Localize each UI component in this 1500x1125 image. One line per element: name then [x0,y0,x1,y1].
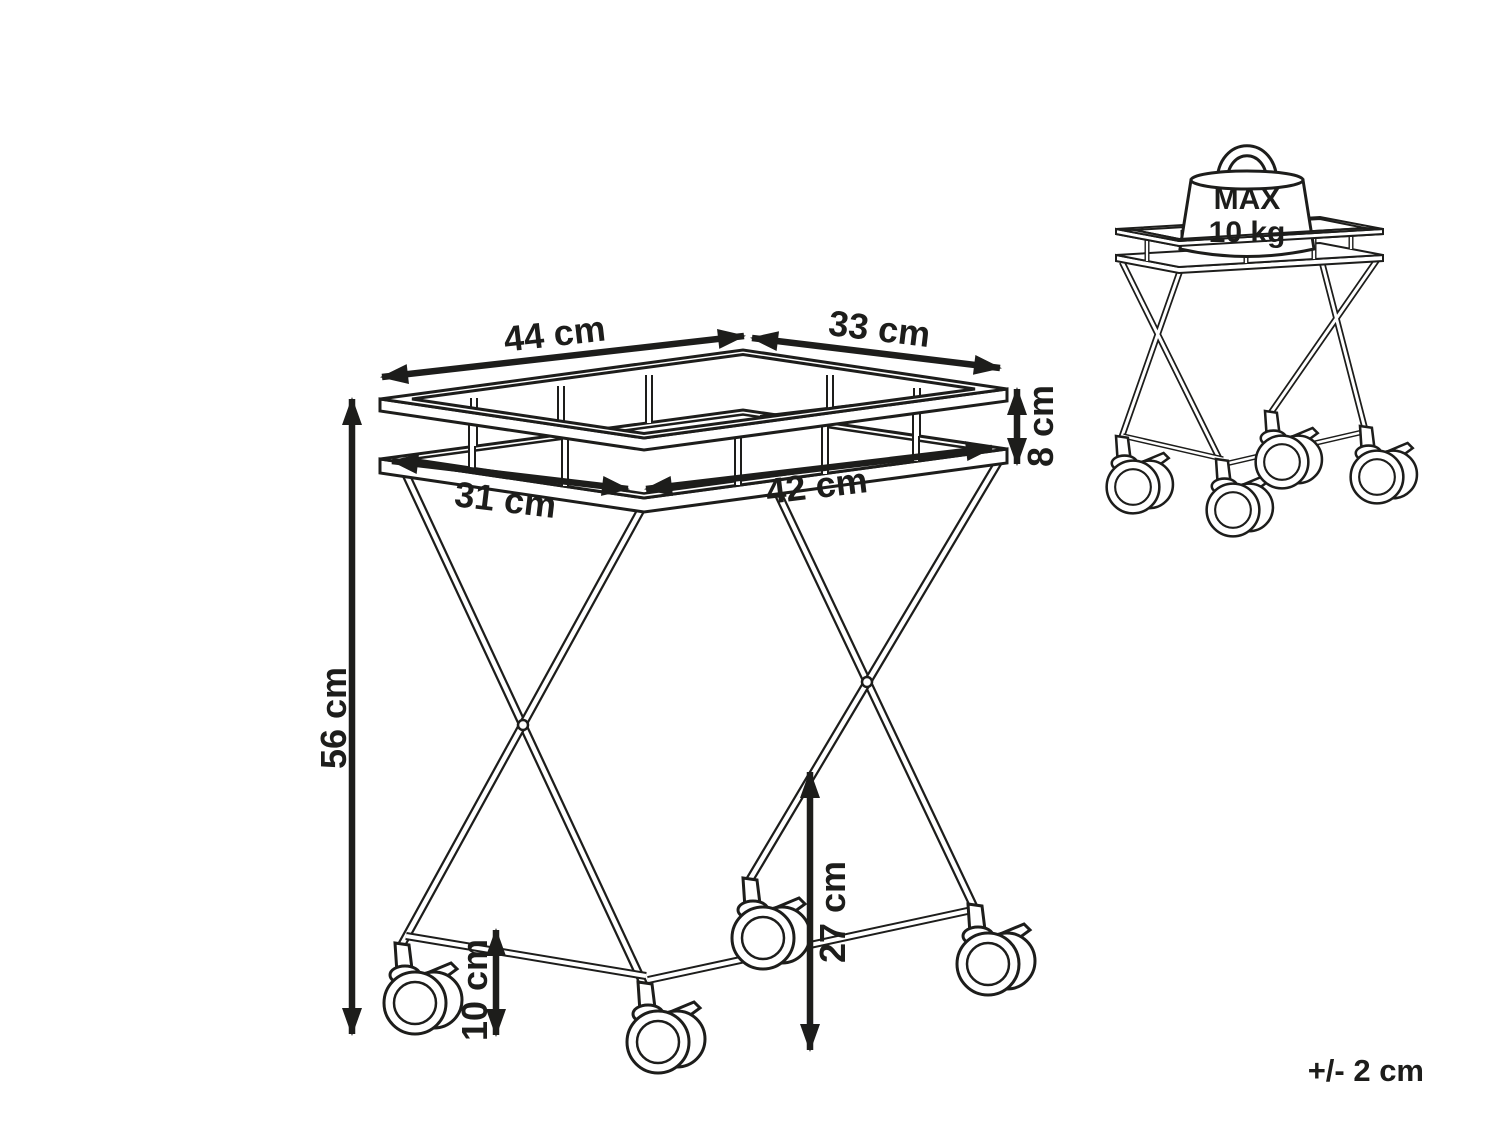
caster-wheel [625,980,707,1075]
dimension-label-8cm: 8 cm [1020,385,1061,467]
dimension-label-27cm: 27 cm [812,861,853,963]
inset-trolley-drawing [1105,215,1419,538]
leg [740,422,1006,909]
caster-wheel [955,902,1037,997]
leg [1117,246,1382,464]
caster-wheel [382,941,464,1036]
tolerance-note: +/- 2 cm [1308,1053,1424,1088]
max-load-label-line2: 10 kg [1209,216,1286,249]
dimension-arrow-33cm [750,331,1002,375]
tray-front-rail-overlay [1115,226,1384,248]
dimension-label-10cm: 10 cm [454,939,495,1041]
dimension-arrow-44cm [380,328,746,385]
dimension-arrows [342,328,1027,1052]
caster-wheel [730,876,812,971]
max-load-label-line1: MAX [1214,183,1281,216]
caster-wheel [1254,409,1324,490]
caster-wheel [1349,424,1419,505]
dimension-arrow-31cm [390,454,630,496]
pivot-bolt [860,675,874,689]
pivot-bolt [516,718,530,732]
max-load-inset: MAX 10 kg [1105,144,1419,538]
dimension-label-56cm: 56 cm [313,667,354,769]
dimension-arrow-42cm [644,441,994,496]
